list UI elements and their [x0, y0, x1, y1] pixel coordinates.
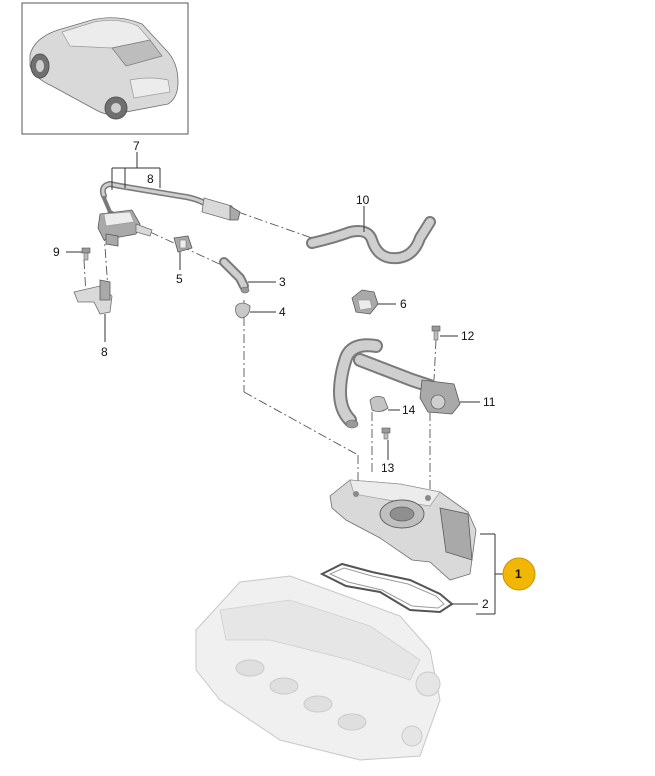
part-12-screw — [381, 427, 391, 440]
callout-3[interactable]: 3 — [279, 275, 286, 289]
callout-11[interactable]: 11 — [483, 395, 496, 409]
callout-5[interactable]: 5 — [176, 272, 183, 286]
callout-labels: 7 8 10 9 5 3 4 8 6 12 11 14 13 2 1 — [53, 139, 522, 611]
assembly-lines — [83, 211, 437, 490]
leader-lines — [66, 152, 505, 615]
callout-1[interactable]: 1 — [515, 567, 522, 581]
part-7-clamp — [351, 289, 379, 315]
vehicle-thumbnail — [21, 2, 189, 135]
callout-8-bottom[interactable]: 8 — [101, 345, 108, 359]
callout-12[interactable]: 13 — [381, 461, 395, 475]
part-4-clamp — [235, 302, 251, 319]
callout-2[interactable]: 2 — [482, 597, 489, 611]
part-3-hose — [219, 257, 250, 294]
callout-14[interactable]: 14 — [402, 403, 416, 417]
part-6-vent-hose-assembly — [97, 180, 241, 247]
callout-7[interactable]: 6 — [400, 297, 407, 311]
part-14-clip — [369, 396, 389, 412]
callout-10[interactable]: 10 — [356, 193, 370, 207]
callout-4[interactable]: 4 — [279, 305, 286, 319]
part-10-hose — [306, 216, 436, 265]
part-11-vent-pipe — [332, 338, 461, 429]
callout-6[interactable]: 7 — [133, 139, 140, 153]
callout-1-highlight — [502, 557, 536, 591]
part-1-oil-separator — [329, 479, 477, 581]
part-8-bracket — [73, 279, 113, 315]
callout-8-top[interactable]: 8 — [147, 172, 154, 186]
part-13-screw — [431, 325, 441, 341]
cylinder-head — [195, 575, 441, 761]
callout-9[interactable]: 9 — [53, 245, 60, 259]
car-illustration — [29, 17, 179, 120]
part-5-clip — [173, 235, 193, 253]
part-9-screw — [81, 247, 91, 261]
callout-13[interactable]: 12 — [461, 329, 475, 343]
